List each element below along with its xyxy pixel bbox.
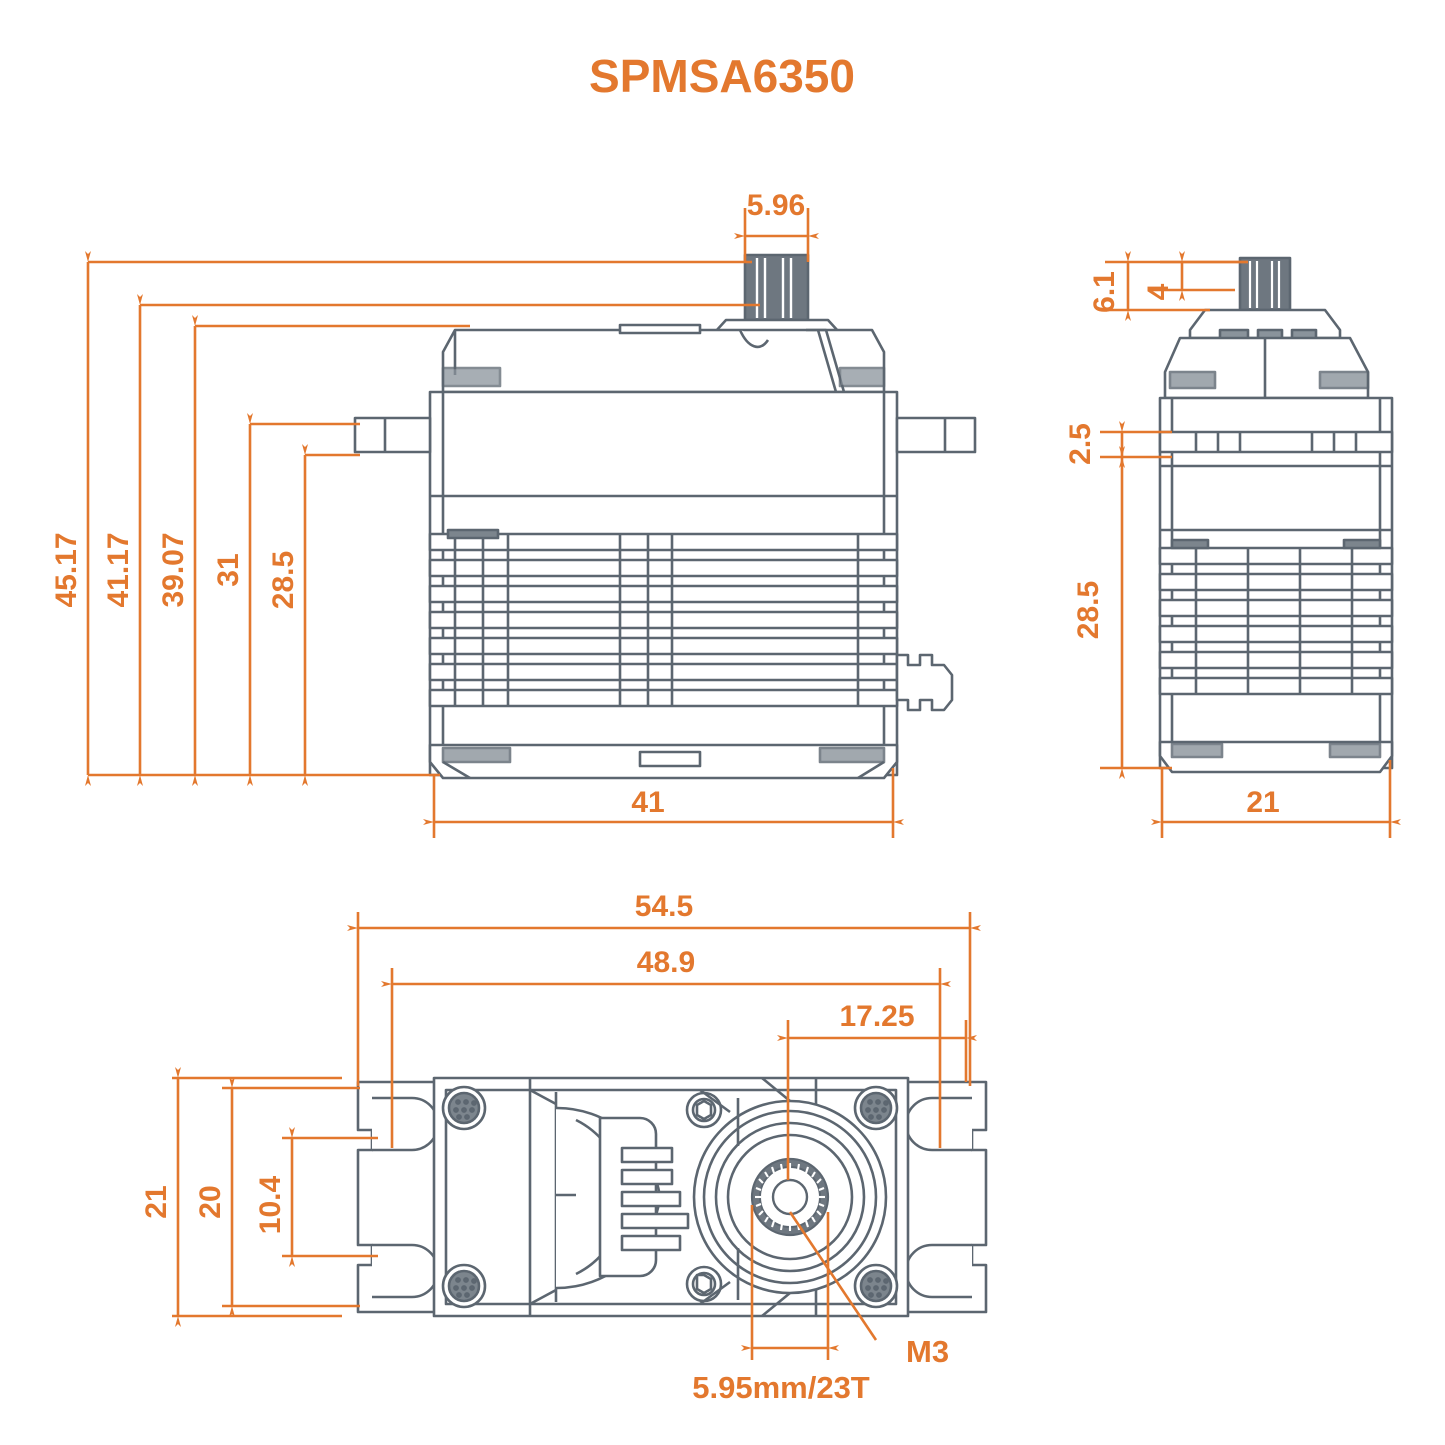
dim-label-10-4: 10.4 bbox=[254, 1175, 287, 1234]
top-view-slots bbox=[620, 1146, 690, 1252]
mounting-tab-right bbox=[900, 1080, 988, 1314]
dim-label-41-17: 41.17 bbox=[102, 532, 135, 607]
dim-label-2-5: 2.5 bbox=[1064, 423, 1097, 465]
hex-screw-top bbox=[685, 1091, 723, 1129]
output-spline-gear bbox=[750, 1157, 830, 1237]
side-view-dimension-labels: 6.1 4 2.5 28.5 21 bbox=[1064, 271, 1280, 819]
side-output-spline bbox=[1238, 256, 1292, 312]
dim-label-21-top: 21 bbox=[140, 1185, 173, 1218]
corner-screw-boss-br bbox=[853, 1263, 899, 1309]
dim-label-28-5-front: 28.5 bbox=[267, 551, 300, 609]
corner-screw-boss-tr bbox=[853, 1085, 899, 1131]
dim-label-20: 20 bbox=[194, 1185, 227, 1218]
dim-label-5-96: 5.96 bbox=[747, 189, 805, 222]
front-output-spline bbox=[743, 253, 810, 322]
dim-label-41: 41 bbox=[631, 786, 664, 819]
dim-label-28-5-side: 28.5 bbox=[1072, 581, 1105, 639]
dim-label-m3: M3 bbox=[906, 1334, 949, 1369]
top-view-dimensions bbox=[172, 912, 981, 1360]
front-cooling-fins bbox=[428, 532, 899, 708]
top-view-geometry bbox=[356, 1076, 988, 1318]
front-view-geometry bbox=[353, 253, 977, 780]
dim-label-21-side: 21 bbox=[1246, 786, 1279, 819]
dim-label-4: 4 bbox=[1142, 283, 1175, 300]
dim-label-48-9: 48.9 bbox=[637, 946, 695, 979]
side-cooling-fins bbox=[1158, 546, 1394, 696]
wire-connector-boss bbox=[895, 653, 954, 712]
top-view-dimension-labels: 54.5 48.9 17.25 21 20 10.4 5.95mm/23T M3 bbox=[140, 890, 949, 1405]
hex-screw-bottom bbox=[685, 1265, 723, 1303]
front-view-dimension-labels: 5.96 45.17 41.17 39.07 31 28.5 41 bbox=[50, 189, 805, 819]
dim-label-54-5: 54.5 bbox=[635, 890, 693, 923]
dim-label-6-1: 6.1 bbox=[1088, 271, 1121, 313]
corner-screw-boss-tl bbox=[441, 1085, 487, 1131]
dim-label-31: 31 bbox=[212, 553, 245, 586]
side-view-geometry bbox=[1158, 256, 1394, 774]
dim-label-45-17: 45.17 bbox=[50, 532, 83, 607]
dim-label-spline: 5.95mm/23T bbox=[692, 1370, 870, 1405]
corner-screw-boss-bl bbox=[441, 1263, 487, 1309]
dim-label-39-07: 39.07 bbox=[157, 532, 190, 607]
side-view-dimensions bbox=[1100, 251, 1401, 838]
dim-label-17-25: 17.25 bbox=[839, 1000, 914, 1033]
page-title: SPMSA6350 bbox=[589, 50, 855, 102]
mounting-tab-left bbox=[356, 1080, 444, 1314]
front-view-dimensions bbox=[85, 208, 904, 838]
leader-m3 bbox=[788, 1211, 878, 1341]
